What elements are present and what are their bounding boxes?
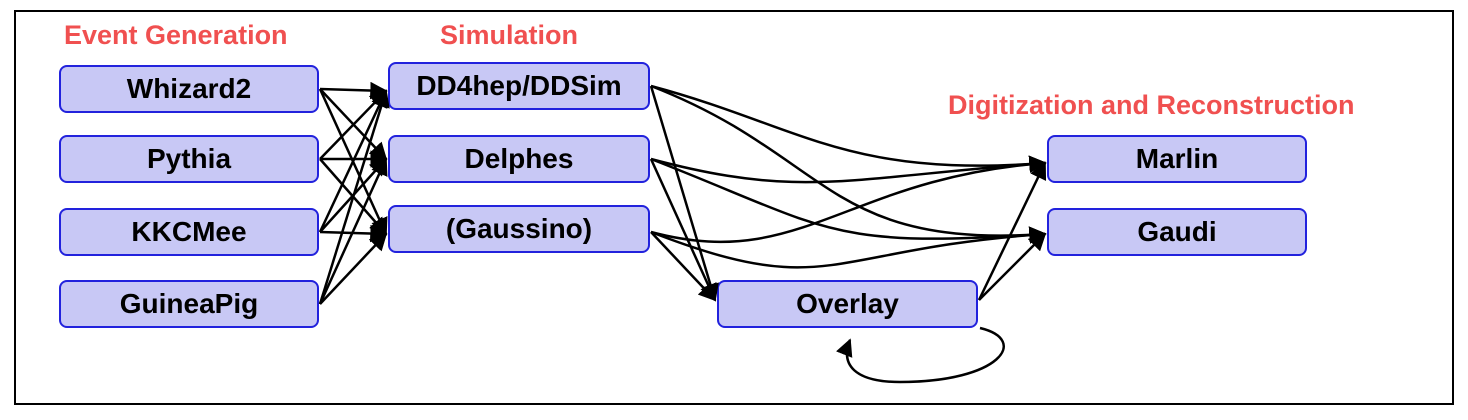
arrow-gen3-sim2 (319, 232, 388, 305)
arrow-gen2-sim0 (318, 89, 388, 233)
node-label: Whizard2 (126, 73, 252, 104)
node-whizard2: Whizard2 (59, 65, 319, 113)
arrow-sim0-gaudi (650, 84, 1047, 244)
arrow-sim2-gaudi (650, 226, 1047, 269)
node-kkcmee: KKCMee (59, 208, 319, 256)
node-label: (Gaussino) (445, 213, 593, 244)
arrow-sim1-overlay (649, 158, 717, 302)
arrow-gen3-sim0 (318, 89, 390, 305)
arrow-sim2-marlin (650, 155, 1047, 244)
node-overlay: Overlay (717, 280, 978, 328)
node-gaudi: Gaudi (1047, 208, 1307, 256)
arrow-sim0-overlay (649, 85, 719, 302)
arrow-overlay-marlin (977, 161, 1047, 301)
diagram-frame (14, 10, 1454, 405)
heading-event-generation: Event Generation (64, 20, 288, 50)
node-guineapig: GuineaPig (59, 280, 319, 328)
arrow-sim1-marlin (650, 155, 1047, 184)
arrow-overlay-gaudi (978, 232, 1047, 301)
node-gaussino: (Gaussino) (388, 205, 650, 253)
node-pythia: Pythia (59, 135, 319, 183)
node-dd4hep-ddsim: DD4hep/DDSim (388, 62, 650, 110)
arrow-sim0-marlin (650, 84, 1047, 173)
arrow-sim2-overlay (650, 231, 717, 302)
arrow-sim1-gaudi (650, 157, 1047, 244)
node-label: KKCMee (131, 216, 247, 247)
node-label: DD4hep/DDSim (416, 70, 622, 101)
node-label: Delphes (464, 143, 574, 174)
heading-digitization-reconstruction: Digitization and Reconstruction (948, 90, 1355, 120)
node-label: GuineaPig (119, 288, 259, 319)
arrow-gen0-sim0 (319, 81, 388, 100)
arrow-gen3-sim1 (318, 157, 388, 305)
node-label: Marlin (1135, 143, 1219, 174)
node-label: Gaudi (1137, 216, 1217, 247)
node-marlin: Marlin (1047, 135, 1307, 183)
node-label: Pythia (146, 143, 232, 174)
arrow-overlay-self-loop (836, 326, 1005, 384)
heading-simulation: Simulation (440, 20, 579, 50)
node-delphes: Delphes (388, 135, 650, 183)
node-label: Overlay (796, 288, 899, 319)
